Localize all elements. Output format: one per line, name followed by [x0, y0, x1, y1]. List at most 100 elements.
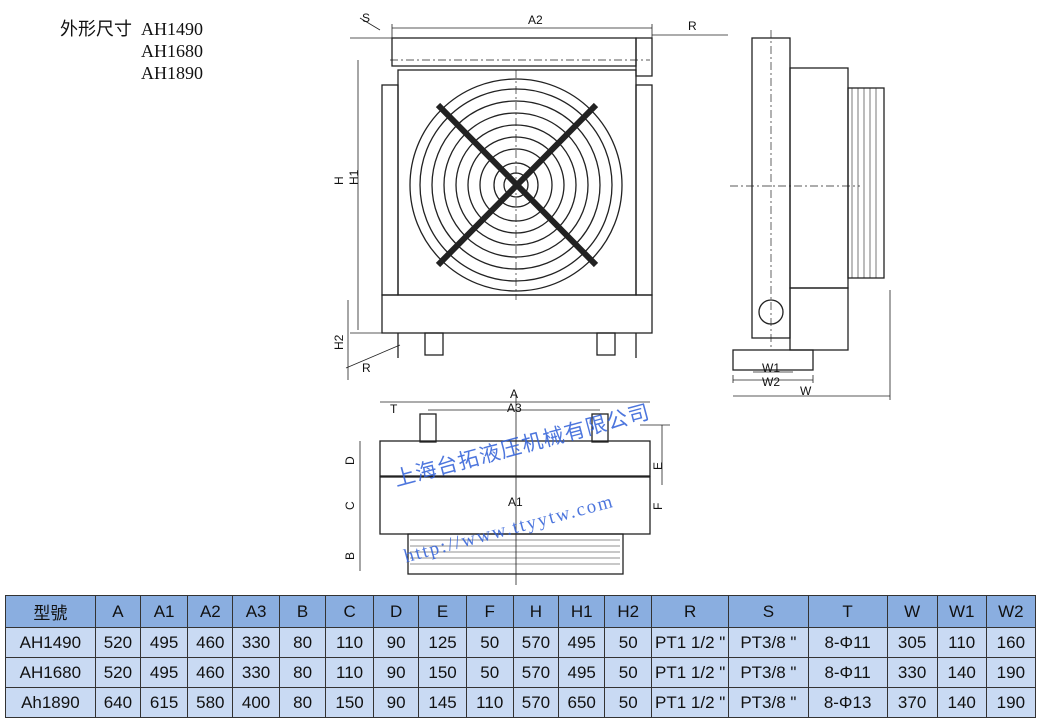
model-1: AH1490 [141, 19, 203, 39]
table-cell: 495 [558, 627, 606, 658]
label-h1: H1 [347, 169, 361, 185]
table-cell: 50 [604, 657, 653, 688]
column-header: T [807, 595, 888, 628]
table-cell: 110 [465, 687, 514, 718]
table-cell: 615 [140, 687, 189, 718]
label-a1: A1 [508, 495, 523, 509]
table-cell: 80 [278, 687, 327, 718]
table-cell: 495 [140, 627, 189, 658]
technical-drawing: S A2 R H H1 H2 R W1 W2 W A A3 T D C B A1 [332, 11, 891, 585]
column-header: R [651, 595, 730, 628]
table-cell: 650 [558, 687, 606, 718]
model-2: AH1680 [141, 41, 203, 61]
table-cell: 150 [325, 687, 374, 718]
table-cell: 125 [418, 627, 467, 658]
table-cell: 160 [985, 627, 1037, 658]
table-cell: 460 [187, 627, 234, 658]
table-cell: 570 [512, 627, 560, 658]
label-r-bottom: R [362, 361, 371, 375]
column-header: H [512, 595, 560, 628]
label-a: A [510, 387, 518, 401]
model-list: AH1490 AH1680 AH1890 [141, 18, 203, 84]
label-e: E [651, 462, 665, 470]
table-cell: 8-Φ11 [807, 657, 888, 688]
table-cell: PT1 1/2 " [651, 657, 730, 688]
column-header: A1 [140, 595, 189, 628]
column-header: E [418, 595, 467, 628]
table-cell: 50 [465, 627, 514, 658]
table-cell: 460 [187, 657, 234, 688]
table-cell: 8-Φ11 [807, 627, 888, 658]
column-header: B [278, 595, 327, 628]
column-header: A [94, 595, 142, 628]
table-cell: AH1680 [5, 657, 96, 688]
table-cell: 640 [94, 687, 142, 718]
table-cell: 50 [604, 687, 653, 718]
table-cell: 570 [512, 687, 560, 718]
column-header: A2 [187, 595, 234, 628]
front-view: S A2 R H H1 H2 R [332, 11, 728, 380]
table-cell: 110 [936, 627, 987, 658]
table-cell: 330 [886, 657, 938, 688]
column-header: 型號 [5, 595, 96, 628]
table-cell: 495 [558, 657, 606, 688]
label-b: B [343, 552, 357, 560]
table-cell: 520 [94, 627, 142, 658]
label-c: C [343, 501, 357, 510]
table-cell: 495 [140, 657, 189, 688]
table-cell: 140 [936, 657, 987, 688]
table-cell: 80 [278, 657, 327, 688]
table-cell: PT1 1/2 " [651, 627, 730, 658]
table-cell: 305 [886, 627, 938, 658]
table-cell: 110 [325, 627, 374, 658]
table-cell: 80 [278, 627, 327, 658]
table-cell: PT3/8 " [728, 657, 809, 688]
table-cell: 50 [604, 627, 653, 658]
table-cell: Ah1890 [5, 687, 96, 718]
table-cell: 570 [512, 657, 560, 688]
table-cell: 400 [232, 687, 280, 718]
model-3: AH1890 [141, 63, 203, 83]
table-cell: 90 [372, 657, 420, 688]
table-cell: AH1490 [5, 627, 96, 658]
label-h2: H2 [332, 334, 346, 350]
table-cell: 8-Φ13 [807, 687, 888, 718]
column-header: W [886, 595, 938, 628]
label-w2: W2 [762, 375, 780, 389]
side-view: W1 W2 W [730, 30, 891, 400]
column-header: W1 [936, 595, 987, 628]
table-cell: 190 [985, 657, 1037, 688]
column-header: F [465, 595, 514, 628]
column-header: W2 [985, 595, 1037, 628]
table-cell: 580 [187, 687, 234, 718]
column-header: S [728, 595, 809, 628]
label-a2: A2 [528, 13, 543, 27]
column-header: H1 [558, 595, 606, 628]
table-cell: 330 [232, 657, 280, 688]
label-d: D [343, 456, 357, 465]
table-cell: PT1 1/2 " [651, 687, 730, 718]
column-header: A3 [232, 595, 280, 628]
column-header: D [372, 595, 420, 628]
label-s: S [362, 11, 370, 25]
table-cell: 50 [465, 657, 514, 688]
table-cell: 190 [985, 687, 1037, 718]
column-header: C [325, 595, 374, 628]
label-h: H [332, 176, 346, 185]
table-cell: 140 [936, 687, 987, 718]
table-cell: 370 [886, 687, 938, 718]
title-label: 外形尺寸 [60, 19, 132, 39]
column-header: H2 [604, 595, 653, 628]
table-cell: 90 [372, 687, 420, 718]
label-t: T [390, 402, 398, 416]
label-a3: A3 [507, 401, 522, 415]
table-cell: 90 [372, 627, 420, 658]
table-cell: 150 [418, 657, 467, 688]
label-w1: W1 [762, 361, 780, 375]
table-cell: 145 [418, 687, 467, 718]
